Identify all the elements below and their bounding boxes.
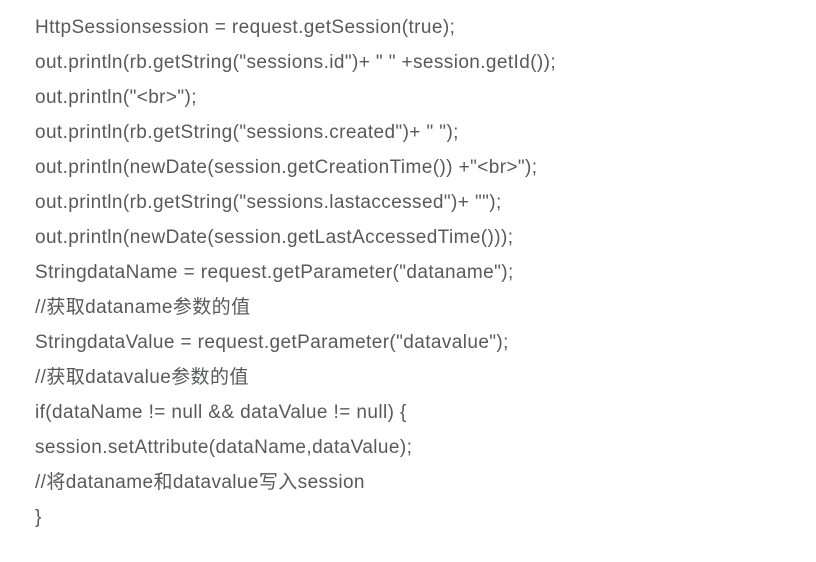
code-line-print-lastaccessed-time: out.println(newDate(session.getLastAcces… bbox=[35, 227, 514, 248]
code-line-datavalue-param: StringdataValue = request.getParameter("… bbox=[35, 332, 509, 353]
code-line-dataname-param: StringdataName = request.getParameter("d… bbox=[35, 262, 514, 283]
code-line-http-session: HttpSessionsession = request.getSession(… bbox=[35, 17, 456, 38]
code-line-print-session-id: out.println(rb.getString("sessions.id")+… bbox=[35, 52, 557, 73]
code-line-print-created: out.println(rb.getString("sessions.creat… bbox=[35, 122, 459, 143]
code-line-if-null-check: if(dataName != null && dataValue != null… bbox=[35, 402, 407, 423]
code-line-comment-write-session: //将dataname和datavalue写入session bbox=[35, 472, 365, 493]
code-line-print-br: out.println("<br>"); bbox=[35, 87, 197, 108]
code-line-print-lastaccessed: out.println(rb.getString("sessions.lasta… bbox=[35, 192, 502, 213]
code-line-comment-get-datavalue: //获取datavalue参数的值 bbox=[35, 367, 249, 388]
code-line-closing-brace: } bbox=[35, 507, 42, 528]
code-line-print-creation-time: out.println(newDate(session.getCreationT… bbox=[35, 157, 538, 178]
code-line-set-attribute: session.setAttribute(dataName,dataValue)… bbox=[35, 437, 413, 458]
code-line-comment-get-dataname: //获取dataname参数的值 bbox=[35, 297, 251, 318]
